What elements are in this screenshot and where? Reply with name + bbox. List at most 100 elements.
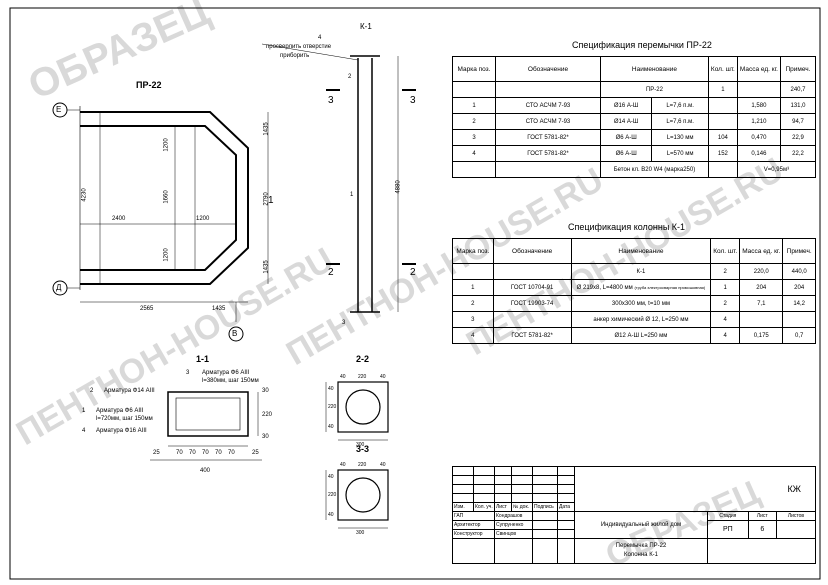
- table-row: 4 ГОСТ 5781-82* Ø6 А-Ш L=570 мм 152 0,14…: [452, 145, 816, 162]
- dim-overall: 400: [200, 468, 211, 474]
- callout-1: Арматура Ф6 AIII: [202, 370, 250, 376]
- table-row: 3 анкер химический Ø 12, L=250 мм 4: [452, 311, 816, 328]
- dim-bottom-7: 25: [252, 450, 259, 456]
- position-2-label: 2: [348, 74, 352, 80]
- note-drill-holes-2: приборить: [280, 53, 310, 59]
- table-row: 3 ГОСТ 5781-82* Ø6 А-Ш L=130 мм 104 0,47…: [452, 129, 816, 146]
- bubble-3: 3: [186, 370, 190, 376]
- table-row: 2 ГОСТ 19903-74 300х300 мм, t=10 мм 2 7,…: [452, 295, 816, 312]
- spec-pr22-title: Спецификация перемычки ПР-22: [572, 40, 712, 50]
- dim-1660: 1660: [163, 190, 170, 204]
- cut-2-label-right: 2: [410, 267, 416, 278]
- dim-2400: 2400: [112, 216, 126, 222]
- footer-name: Бетон кл. В20 W4 (марка250): [600, 161, 709, 178]
- s22-left-2: 220: [328, 404, 337, 410]
- spec-pr22-table: Марка поз. Обозначение Наименование Кол.…: [452, 56, 817, 178]
- header-pos: Марка поз.: [452, 56, 496, 82]
- group-note: 240,7: [780, 81, 816, 98]
- header-doc: Обозначение: [495, 56, 601, 82]
- table-row: 1 СТО АСЧМ 7-93 Ø16 А-Ш L=7,6 п.м. 1,580…: [452, 97, 816, 114]
- axis-v-bubble: [228, 326, 244, 342]
- dim-1200-c: 1200: [196, 216, 210, 222]
- callout-3: Арматура Ф14 AIII: [104, 388, 155, 394]
- dim-right-1: 30: [262, 388, 269, 394]
- section-2-2-title: 2-2: [356, 354, 370, 364]
- table-row: К-1 2 220,0 440,0: [452, 263, 816, 280]
- dim-1435-lower: 1435: [263, 260, 270, 274]
- axis-v-label: В: [232, 329, 238, 338]
- bubble-4: 4: [82, 428, 86, 434]
- cut-3-label-left: 3: [328, 95, 334, 106]
- group-label: ПР-22: [600, 81, 709, 98]
- s33-left-1: 40: [328, 474, 334, 480]
- title-block: КЖ Изм. Кол. уч. Лист № док. Подпись Дат…: [452, 466, 817, 564]
- note-drill-holes: просверлить отверстие: [266, 44, 332, 50]
- position-1-label: 1: [350, 192, 354, 198]
- dim-total-height: 4230: [81, 188, 88, 202]
- spec-k1-table: Марка поз. Обозначение Наименование Кол.…: [452, 238, 816, 344]
- callout-4: Арматура Ф6 AIII: [96, 408, 144, 414]
- dim-right-2: 220: [262, 412, 273, 418]
- table-row: 2 СТО АСЧМ 7-93 Ø14 А-Ш L=7,6 п.м. 1,210…: [452, 113, 816, 130]
- s22-left-3: 40: [328, 424, 334, 430]
- group-qty: 1: [707, 81, 738, 98]
- dim-bottom-5: 70: [215, 450, 222, 456]
- column-section-label: К-1: [360, 22, 372, 31]
- axis-e-label: Е: [56, 105, 62, 114]
- callout-5: l=720мм, шаг 150мм: [96, 416, 153, 422]
- s22-top-3: 40: [380, 374, 386, 380]
- sheet-frame: [9, 7, 821, 580]
- dim-bottom-2: 70: [176, 450, 183, 456]
- bubble-2: 2: [90, 388, 94, 394]
- s33-left-2: 220: [328, 492, 337, 498]
- dim-right-3: 30: [262, 434, 269, 440]
- header-qty: Кол. шт.: [707, 56, 738, 82]
- spec-k1-title: Спецификация колонны К-1: [568, 222, 686, 232]
- section-2-2-drawing: [325, 381, 389, 441]
- spec-pr22-header: Марка поз. Обозначение Наименование Кол.…: [452, 56, 816, 82]
- callout-6: Арматура Ф16 AIII: [96, 428, 147, 434]
- dim-1435-top: 1435: [263, 122, 270, 136]
- table-row: ПР-22 1 240,7: [452, 81, 816, 98]
- dim-bottom-6: 70: [228, 450, 235, 456]
- s33-top-1: 40: [340, 462, 346, 468]
- spec-k1-header: Марка поз. Обозначение Наименование Кол.…: [452, 238, 816, 264]
- s22-bottom: 300: [356, 442, 365, 448]
- footer-mass: V=0,95м³: [736, 161, 817, 178]
- lintel-plan: [79, 106, 269, 322]
- table-row: Бетон кл. В20 W4 (марка250) V=0,95м³: [452, 161, 817, 178]
- column-elevation: [261, 43, 416, 313]
- section-3-3-drawing: [325, 469, 389, 529]
- table-row: 1 ГОСТ 10704-91 Ø 219х8, L=4800 мм (труб…: [452, 279, 816, 296]
- header-name: Наименование: [600, 56, 709, 82]
- header-mass: Масса ед. кг.: [736, 56, 782, 82]
- s33-top-2: 220: [358, 462, 367, 468]
- s22-left-1: 40: [328, 386, 334, 392]
- s33-bottom: 300: [356, 530, 365, 536]
- table-row: 4 ГОСТ 5781-82* Ø12 А-Ш L=250 мм 4 0,175…: [452, 327, 816, 344]
- section-1-1-title: 1-1: [196, 354, 210, 364]
- dim-bottom-1: 25: [153, 450, 160, 456]
- position-4-label: 4: [318, 35, 322, 41]
- section-1-1-drawing: [150, 391, 262, 461]
- cut-2-label-left: 2: [328, 267, 334, 278]
- stamp-sheets: [775, 520, 817, 539]
- position-3-label: 3: [342, 320, 346, 326]
- dim-bottom-3: 70: [189, 450, 196, 456]
- dim-1435-bottom: 1435: [212, 306, 226, 312]
- stamp-sheet: 6: [747, 520, 777, 539]
- stamp-doc-title: Перемычка ПР-22 Колонна К-1: [574, 538, 708, 564]
- bubble-1: 1: [82, 408, 86, 414]
- section-3-3-title: 3-3: [356, 444, 370, 454]
- s33-top-3: 40: [380, 462, 386, 468]
- stamp-stage: РП: [707, 520, 749, 539]
- axis-d-label: Д: [56, 283, 62, 292]
- cut-3-label-right: 3: [410, 95, 416, 106]
- dim-bottom-4: 70: [202, 450, 209, 456]
- callout-2: l=380мм, шаг 150мм: [202, 378, 259, 384]
- lintel-plan-title: ПР-22: [136, 80, 162, 90]
- stamp-project: Индивидуальный жилой дом: [574, 511, 708, 539]
- stamp-code: КЖ: [574, 466, 816, 512]
